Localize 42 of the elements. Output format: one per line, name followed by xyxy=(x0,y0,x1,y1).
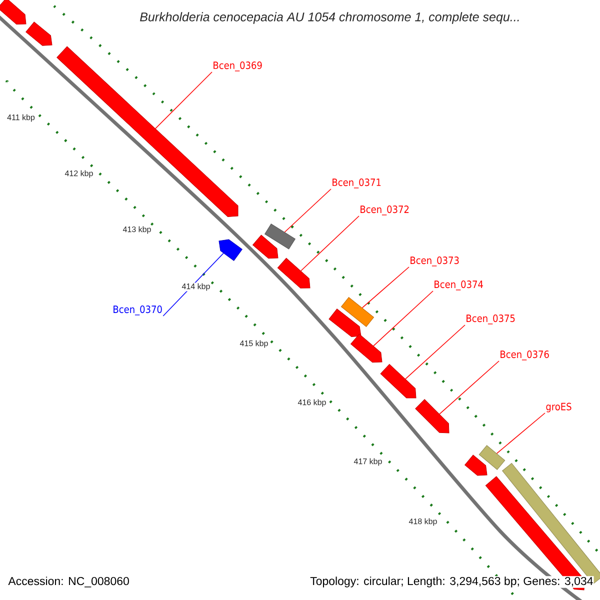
scale-label: 414 kbp xyxy=(181,282,211,292)
gene-feature xyxy=(252,234,278,259)
gene-feature xyxy=(464,454,488,476)
gene-feature xyxy=(26,22,52,46)
scale-label: 415 kbp xyxy=(239,340,269,348)
gene-label: Bcen_0374 xyxy=(434,280,483,290)
leader-line xyxy=(284,188,332,233)
gene-label: Bcen_0375 xyxy=(466,314,515,324)
gene-feature xyxy=(218,239,242,261)
leader-line xyxy=(496,412,546,454)
scale-label: 418 kbp xyxy=(408,518,438,526)
leader-line xyxy=(373,290,434,346)
gene-feature xyxy=(0,0,26,25)
title: Burkholderia cenocepacia AU 1054 chromosome 1, complete sequ... xyxy=(140,12,519,24)
leader-line xyxy=(439,360,500,414)
gene-label: Bcen_0369 xyxy=(214,62,262,72)
gene-feature xyxy=(264,224,296,250)
gene-label: Bcen_0373 xyxy=(410,256,459,266)
gene-label: Bcen_0371 xyxy=(332,178,381,188)
leader-line xyxy=(300,216,360,272)
gene-feature xyxy=(341,297,374,327)
scale-label: 413 kbp xyxy=(122,226,152,234)
scale-label: 412 kbp xyxy=(64,170,94,178)
leader-line xyxy=(162,252,224,316)
gene-feature xyxy=(277,258,310,288)
gene-label: Bcen_0372 xyxy=(360,206,409,216)
gene-label: groES xyxy=(546,402,572,412)
summary-text: Topology: circular; Length: 3,294,563 bp; Genes: 3,034 xyxy=(310,576,594,588)
gene-feature xyxy=(328,308,362,338)
gene-label: Bcen_0376 xyxy=(500,350,549,360)
gene-feature xyxy=(350,334,382,363)
accession-text: Accession: NC_008060 xyxy=(8,576,129,588)
gene-label: Bcen_0370 xyxy=(114,306,162,316)
leader-line xyxy=(155,72,212,129)
scale-label: 417 kbp xyxy=(353,458,383,466)
scale-label: 416 kbp xyxy=(297,398,327,408)
leader-line xyxy=(405,324,466,380)
leader-line xyxy=(362,266,410,308)
gene-feature xyxy=(478,445,506,470)
gene-feature xyxy=(380,364,416,398)
scale-label: 411 kbp xyxy=(6,114,36,122)
gene-feature xyxy=(415,399,450,434)
